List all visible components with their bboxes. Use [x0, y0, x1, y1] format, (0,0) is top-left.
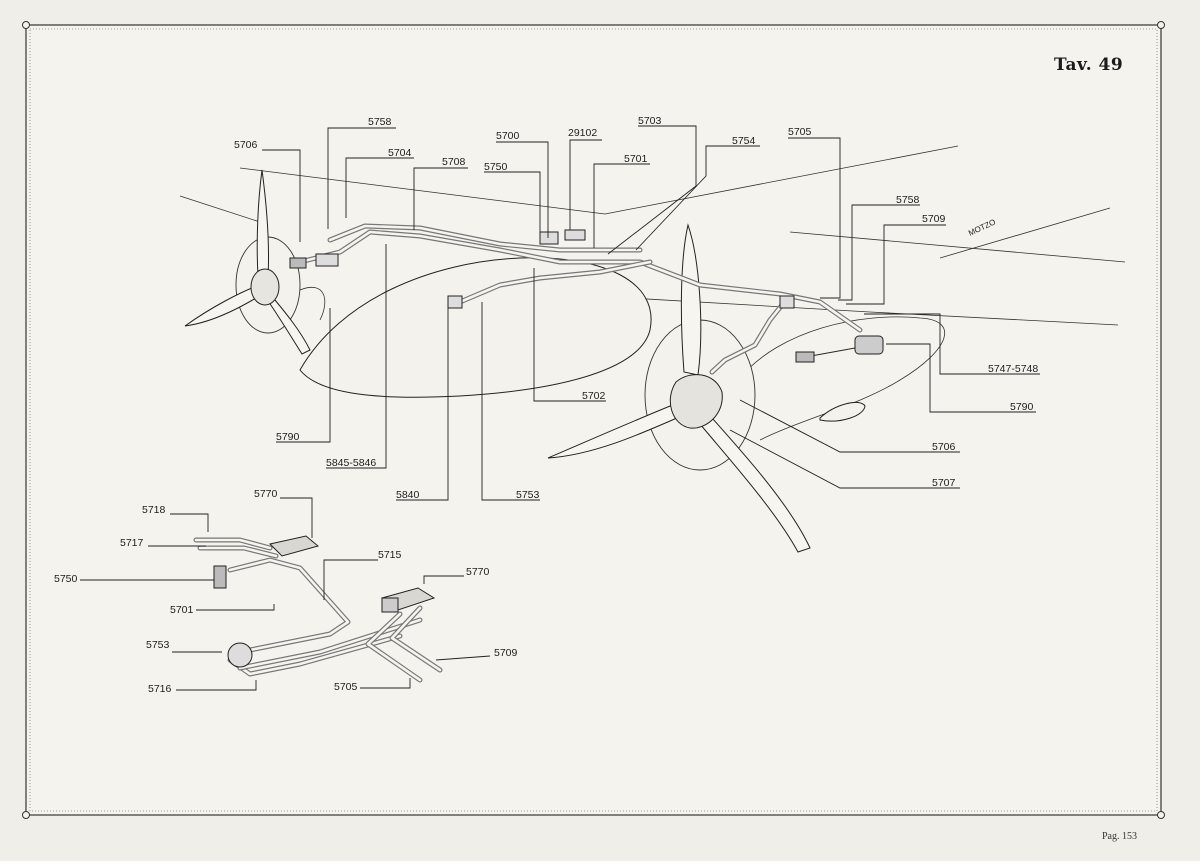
callout-5790-left: 5790: [276, 431, 300, 443]
detail-callout-5705: 5705: [334, 681, 358, 693]
right-propeller: [547, 223, 811, 553]
plate-title: Tav. 49: [1054, 55, 1124, 75]
callout-5707: 5707: [932, 477, 956, 489]
right-callouts: 5747-5748 5790 5706 5707: [932, 363, 1038, 489]
lower-callouts: 5702 5790 5845-5846 5840 5753: [276, 390, 606, 501]
detail-callout-5770-b: 5770: [466, 566, 490, 578]
callout-5702: 5702: [582, 390, 606, 402]
callout-5701: 5701: [624, 153, 648, 165]
detail-callout-5716: 5716: [148, 683, 172, 695]
page-number: Pag. 153: [1102, 831, 1137, 842]
airframe-outline: MOTZO: [179, 145, 1126, 441]
callout-5758: 5758: [368, 116, 392, 128]
main-pipe-run: [289, 223, 884, 375]
callout-5845-5846: 5845-5846: [326, 457, 376, 469]
callout-5754: 5754: [732, 135, 756, 147]
left-propeller: [184, 169, 326, 355]
detail-callout-5709: 5709: [494, 647, 518, 659]
page-frame: [22, 21, 1165, 819]
callout-5708: 5708: [442, 156, 466, 168]
callout-5700: 5700: [496, 130, 520, 142]
callout-5706-right: 5706: [932, 441, 956, 453]
callout-5750: 5750: [484, 161, 508, 173]
callout-5747-5748: 5747-5748: [988, 363, 1038, 375]
detail-callout-5718: 5718: [142, 504, 166, 516]
callout-5709: 5709: [922, 213, 946, 225]
detail-callout-5701: 5701: [170, 604, 194, 616]
callout-5706: 5706: [234, 139, 258, 151]
callout-5758-right: 5758: [896, 194, 920, 206]
detail-callout-5717: 5717: [120, 537, 144, 549]
callout-29102: 29102: [568, 127, 597, 139]
upper-callouts: 5758 5706 5704 5708 5700 29102 5750 5703…: [234, 115, 946, 225]
callout-5753: 5753: [516, 489, 540, 501]
callout-5790-right: 5790: [1010, 401, 1034, 413]
callout-5703: 5703: [638, 115, 662, 127]
callout-5704: 5704: [388, 147, 412, 159]
detail-callout-5753: 5753: [146, 639, 170, 651]
detail-callout-5715: 5715: [378, 549, 402, 561]
callout-5840: 5840: [396, 489, 420, 501]
detail-callout-5770: 5770: [254, 488, 278, 500]
detail-inset: 5718 5770 5717 5715 5750 5770 5701 5753 …: [54, 488, 518, 695]
callout-5705: 5705: [788, 126, 812, 138]
leader-lines: [262, 125, 1040, 501]
detail-callout-5750: 5750: [54, 573, 78, 585]
